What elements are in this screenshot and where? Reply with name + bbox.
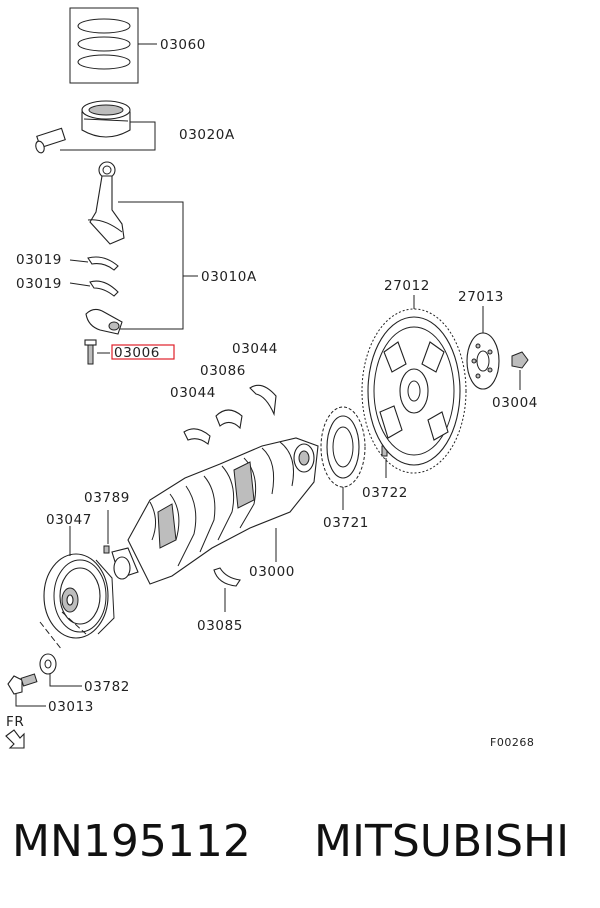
pulley-bolt — [7, 673, 46, 707]
label-figure-code: F00268 — [490, 736, 534, 749]
label-conrod-bolt: 03006 — [114, 345, 160, 361]
label-main-bearing-lower: 03085 — [197, 618, 243, 634]
label-main-bearing-upper: 03086 — [200, 363, 246, 379]
crankshaft — [111, 437, 319, 585]
piston-rings-group — [69, 7, 157, 84]
highlight-box — [111, 344, 175, 360]
conrod-bearing-upper — [87, 256, 119, 271]
caption-part-number: MN195112 — [12, 816, 251, 867]
conrod-cap — [85, 308, 123, 335]
drive-plate — [361, 295, 467, 474]
label-key: 03789 — [84, 490, 130, 506]
adapter-plate — [466, 306, 500, 390]
label-drive-plate: 27012 — [384, 278, 430, 294]
main-bearing-lower — [213, 567, 241, 612]
label-thrust-bearing-a: 03044 — [232, 341, 278, 357]
label-conrod-assy: 03010A — [201, 269, 257, 285]
label-front-indicator: FR — [6, 714, 24, 730]
label-adapter-plate: 27013 — [458, 289, 504, 305]
front-direction-arrow-icon — [5, 729, 25, 749]
damper-pulley — [43, 526, 115, 639]
thrust-bearing-upper — [249, 384, 277, 417]
label-crank-sensor-plate: 03721 — [323, 515, 369, 531]
piston-group — [35, 100, 156, 154]
conrod-bolt — [84, 339, 97, 365]
label-piston-rings: 03060 — [160, 37, 206, 53]
label-crankshaft: 03000 — [249, 564, 295, 580]
label-pin: 03722 — [362, 485, 408, 501]
label-pulley-bolt: 03013 — [48, 699, 94, 715]
connecting-rod — [87, 161, 125, 245]
crank-sensor-plate — [320, 406, 366, 510]
label-thrust-bearing-b: 03044 — [170, 385, 216, 401]
caption-brand: MITSUBISHI — [314, 816, 569, 867]
drive-plate-bolt — [511, 351, 529, 390]
thrust-bearing-lower — [183, 428, 211, 445]
label-damper-pulley: 03047 — [46, 512, 92, 528]
label-washer: 03782 — [84, 679, 130, 695]
label-piston: 03020A — [179, 127, 235, 143]
label-drive-plate-bolt: 03004 — [492, 395, 538, 411]
conrod-bearing-lower — [89, 280, 119, 297]
label-conrod-bearing-lower: 03019 — [16, 276, 62, 292]
main-bearing-upper — [215, 409, 243, 430]
crank-key — [103, 510, 110, 554]
label-conrod-bearing-upper: 03019 — [16, 252, 62, 268]
washer — [39, 653, 82, 687]
